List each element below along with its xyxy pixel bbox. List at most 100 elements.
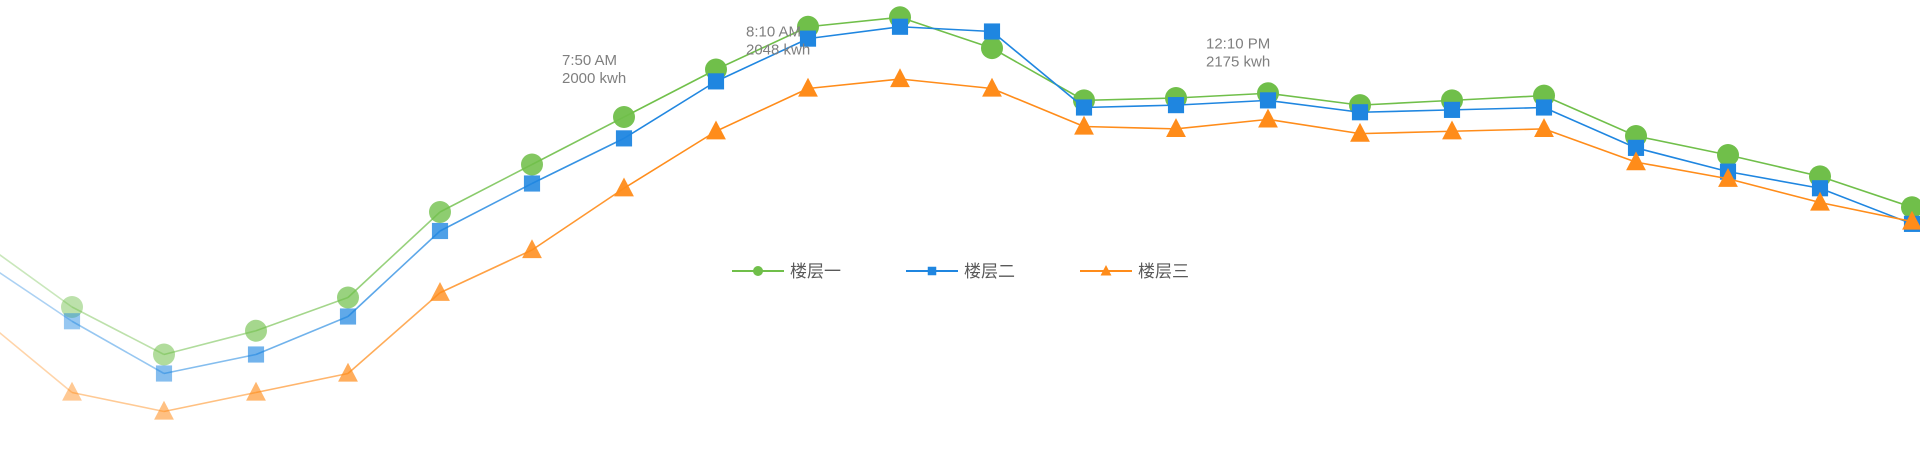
series-1-point bbox=[245, 319, 267, 342]
series-2-segment bbox=[1543, 106, 1637, 149]
legend-marker bbox=[753, 266, 763, 276]
series-2-point bbox=[799, 30, 817, 47]
series-3-point bbox=[62, 381, 82, 401]
annotation-time: 8:10 AM bbox=[746, 24, 801, 41]
series-2-segment bbox=[71, 320, 165, 375]
series-2-point bbox=[63, 313, 81, 330]
series-1-segment bbox=[1083, 97, 1177, 102]
legend-item-1[interactable]: 楼层一 bbox=[732, 262, 841, 282]
series-1-segment bbox=[0, 253, 73, 308]
series-3-segment bbox=[1267, 118, 1361, 135]
series-3-segment bbox=[1451, 128, 1545, 133]
series-3-point bbox=[1258, 108, 1278, 128]
series-2-point bbox=[431, 222, 449, 240]
series-1-segment bbox=[991, 47, 1085, 102]
series-2-segment bbox=[807, 25, 901, 40]
series-2-point bbox=[707, 73, 725, 90]
series-3-segment bbox=[255, 372, 349, 394]
series-3-point bbox=[1166, 118, 1186, 137]
legend-marker bbox=[927, 266, 937, 276]
series-2-segment bbox=[0, 271, 73, 322]
series-1-point bbox=[1717, 144, 1739, 166]
series-2-point bbox=[247, 346, 265, 363]
series-2-segment bbox=[1267, 99, 1361, 114]
series-layer bbox=[0, 6, 1920, 420]
series-3-segment bbox=[439, 249, 533, 294]
series-3-segment bbox=[1543, 128, 1637, 163]
legend-item-2[interactable]: 楼层二 bbox=[906, 262, 1015, 282]
series-3-segment bbox=[1359, 130, 1453, 135]
series-2-segment bbox=[991, 30, 1085, 109]
series-1-point bbox=[1901, 196, 1920, 219]
series-1-segment bbox=[623, 68, 717, 118]
series-2-point bbox=[891, 18, 909, 35]
series-2-segment bbox=[715, 37, 809, 83]
series-3-point bbox=[1442, 120, 1462, 140]
series-1-segment bbox=[1175, 92, 1269, 99]
series-3-segment bbox=[991, 87, 1085, 128]
series-2-segment bbox=[1635, 147, 1729, 173]
series-3-segment bbox=[347, 292, 441, 375]
series-1-segment bbox=[715, 26, 809, 71]
series-2-segment bbox=[623, 80, 717, 140]
annotation-time: 12:10 PM bbox=[1206, 35, 1270, 52]
series-2-point bbox=[1259, 92, 1277, 109]
legend-marker bbox=[1100, 265, 1112, 276]
series-3-segment bbox=[71, 391, 165, 413]
series-2-point bbox=[339, 308, 357, 325]
legend-item-3[interactable]: 楼层三 bbox=[1080, 262, 1189, 282]
series-3-segment bbox=[1911, 220, 1920, 229]
series-3-point bbox=[1810, 191, 1830, 211]
series-3-segment bbox=[0, 331, 73, 394]
series-1-point bbox=[153, 343, 175, 366]
series-3-point bbox=[614, 177, 634, 197]
series-3-segment bbox=[1175, 118, 1269, 130]
series-2-segment bbox=[531, 137, 625, 185]
series-3-point bbox=[154, 400, 174, 420]
series-2-segment bbox=[1083, 104, 1177, 109]
series-1-segment bbox=[531, 116, 625, 166]
series-2-segment bbox=[255, 315, 349, 356]
series-2 bbox=[0, 18, 1920, 382]
series-3-point bbox=[430, 281, 450, 301]
series-2-segment bbox=[1451, 106, 1545, 111]
series-3-point bbox=[1534, 118, 1554, 137]
series-2-segment bbox=[899, 25, 993, 33]
series-2-point bbox=[1075, 99, 1093, 116]
annotation-value: 2000 kwh bbox=[562, 70, 626, 87]
series-3-segment bbox=[1635, 161, 1729, 180]
series-1-segment bbox=[71, 306, 165, 356]
series-3-point bbox=[1902, 210, 1920, 230]
series-3-segment bbox=[1819, 201, 1913, 223]
series-2-point bbox=[155, 365, 173, 382]
series-1-point bbox=[61, 296, 83, 318]
series-3-point bbox=[798, 77, 818, 97]
annotation-time: 7:50 AM bbox=[562, 52, 617, 69]
series-3-point bbox=[890, 68, 910, 88]
series-3-segment bbox=[531, 187, 625, 251]
series-3-point bbox=[1074, 115, 1094, 135]
series-3-segment bbox=[623, 130, 717, 189]
series-2-segment bbox=[347, 230, 441, 318]
series-2-segment bbox=[163, 353, 257, 375]
series-3-point bbox=[1718, 167, 1738, 187]
legend-label: 楼层三 bbox=[1138, 262, 1189, 282]
series-3-point bbox=[246, 381, 266, 401]
annotation-value: 2175 kwh bbox=[1206, 53, 1270, 70]
series-3-point bbox=[706, 120, 726, 140]
series-3-segment bbox=[1083, 125, 1177, 130]
series-2-point bbox=[983, 23, 1001, 40]
series-2-segment bbox=[439, 182, 533, 232]
series-2-point bbox=[1811, 180, 1829, 197]
series-1-segment bbox=[807, 16, 901, 28]
series-2-segment bbox=[1727, 170, 1821, 190]
series-2-point bbox=[615, 130, 633, 147]
series-2-point bbox=[1351, 104, 1369, 121]
series-2-segment bbox=[1359, 109, 1453, 114]
series-1-point bbox=[613, 106, 635, 128]
series-1 bbox=[0, 6, 1920, 366]
series-3-point bbox=[338, 362, 358, 382]
series-1-segment bbox=[1543, 94, 1637, 137]
series-1-segment bbox=[347, 211, 441, 299]
